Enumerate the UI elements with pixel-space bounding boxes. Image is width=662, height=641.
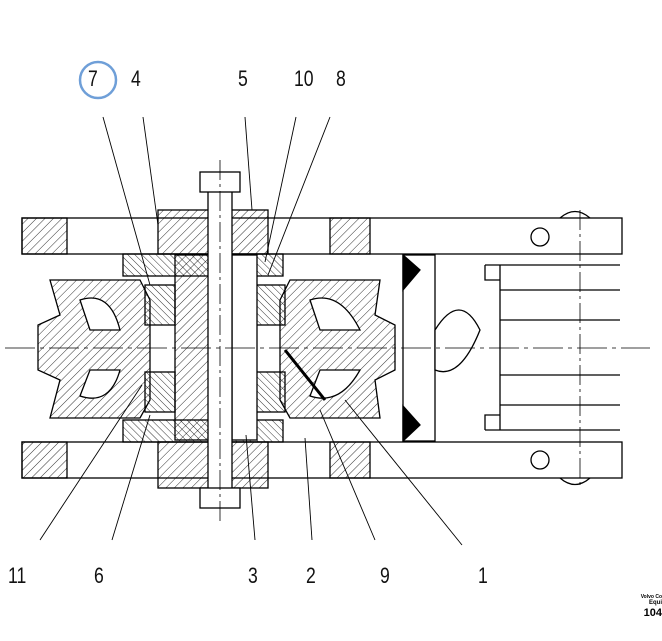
callout-4[interactable]: 4	[131, 66, 141, 91]
callout-2[interactable]: 2	[306, 563, 316, 588]
callout-7[interactable]: 7	[88, 66, 98, 91]
callout-1[interactable]: 1	[478, 563, 488, 588]
highlight-circle	[78, 60, 118, 100]
callout-9[interactable]: 9	[380, 563, 390, 588]
footer-line2: Equi	[649, 600, 662, 606]
callout-11[interactable]: 11	[8, 563, 27, 588]
callout-10[interactable]: 10	[294, 66, 314, 91]
footer-line3: 104	[643, 607, 662, 619]
callout-5[interactable]: 5	[238, 66, 248, 91]
callout-6[interactable]: 6	[94, 563, 104, 588]
footer-line1: Volvo Co	[640, 594, 662, 600]
callout-8[interactable]: 8	[336, 66, 346, 91]
callout-3[interactable]: 3	[248, 563, 258, 588]
leader-lines	[39, 116, 463, 546]
